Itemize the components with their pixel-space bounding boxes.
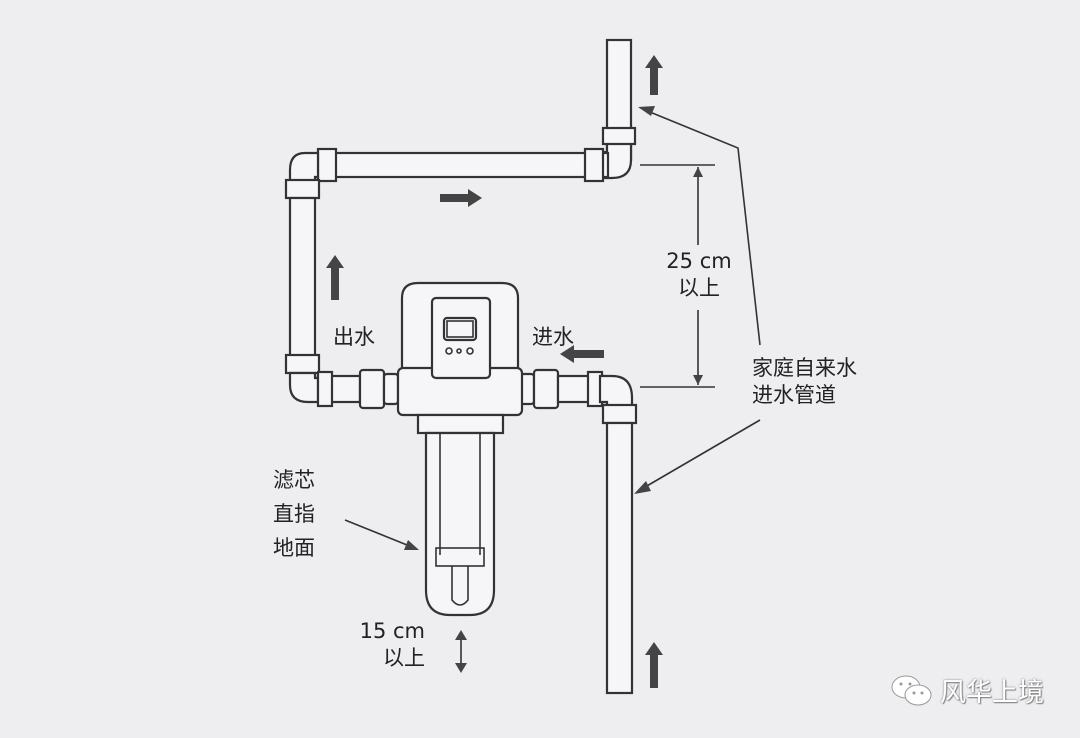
watermark-text: 风华上境	[940, 678, 1045, 708]
height-bottom-label: 15 cm 以上	[350, 618, 425, 672]
inlet-label: 进水	[532, 325, 574, 349]
flow-arrow-left-inlet	[560, 345, 604, 363]
cartridge-line3: 地面	[273, 536, 315, 560]
inlet-connection	[518, 368, 638, 425]
dimension-25cm	[640, 164, 715, 388]
flow-arrow-up-bottom	[645, 642, 663, 688]
pointer-arrows	[344, 106, 761, 550]
left-vertical-pipe	[284, 196, 322, 404]
dimension-15cm	[455, 630, 467, 673]
outlet-connection	[316, 368, 400, 410]
filter-bowl	[424, 431, 496, 617]
watermark: 风华上境	[890, 672, 1044, 709]
cartridge-label: 滤芯 直指 地面	[273, 463, 315, 565]
height-bottom-suffix: 以上	[383, 646, 425, 670]
cartridge-line1: 滤芯	[273, 468, 315, 492]
flow-arrow-up-left	[326, 255, 344, 300]
mains-line1: 家庭自来水	[752, 356, 857, 380]
height-top-label: 25 cm 以上	[660, 248, 738, 302]
height-bottom-value: 15 cm	[359, 619, 425, 643]
height-top-value: 25 cm	[666, 249, 732, 273]
display-screen	[442, 316, 478, 342]
cartridge-line2: 直指	[273, 502, 315, 526]
outlet-label: 出水	[333, 325, 375, 349]
mains-pipe-label: 家庭自来水 进水管道	[752, 355, 857, 409]
height-top-suffix: 以上	[678, 276, 720, 300]
top-horizontal-pipe	[284, 147, 610, 200]
filter-unit	[396, 281, 524, 617]
mains-line2: 进水管道	[752, 383, 836, 407]
wechat-icon	[891, 675, 932, 705]
flow-arrow-right	[440, 189, 482, 207]
flow-arrow-up-top	[645, 55, 663, 95]
lower-riser-pipe	[605, 421, 634, 695]
